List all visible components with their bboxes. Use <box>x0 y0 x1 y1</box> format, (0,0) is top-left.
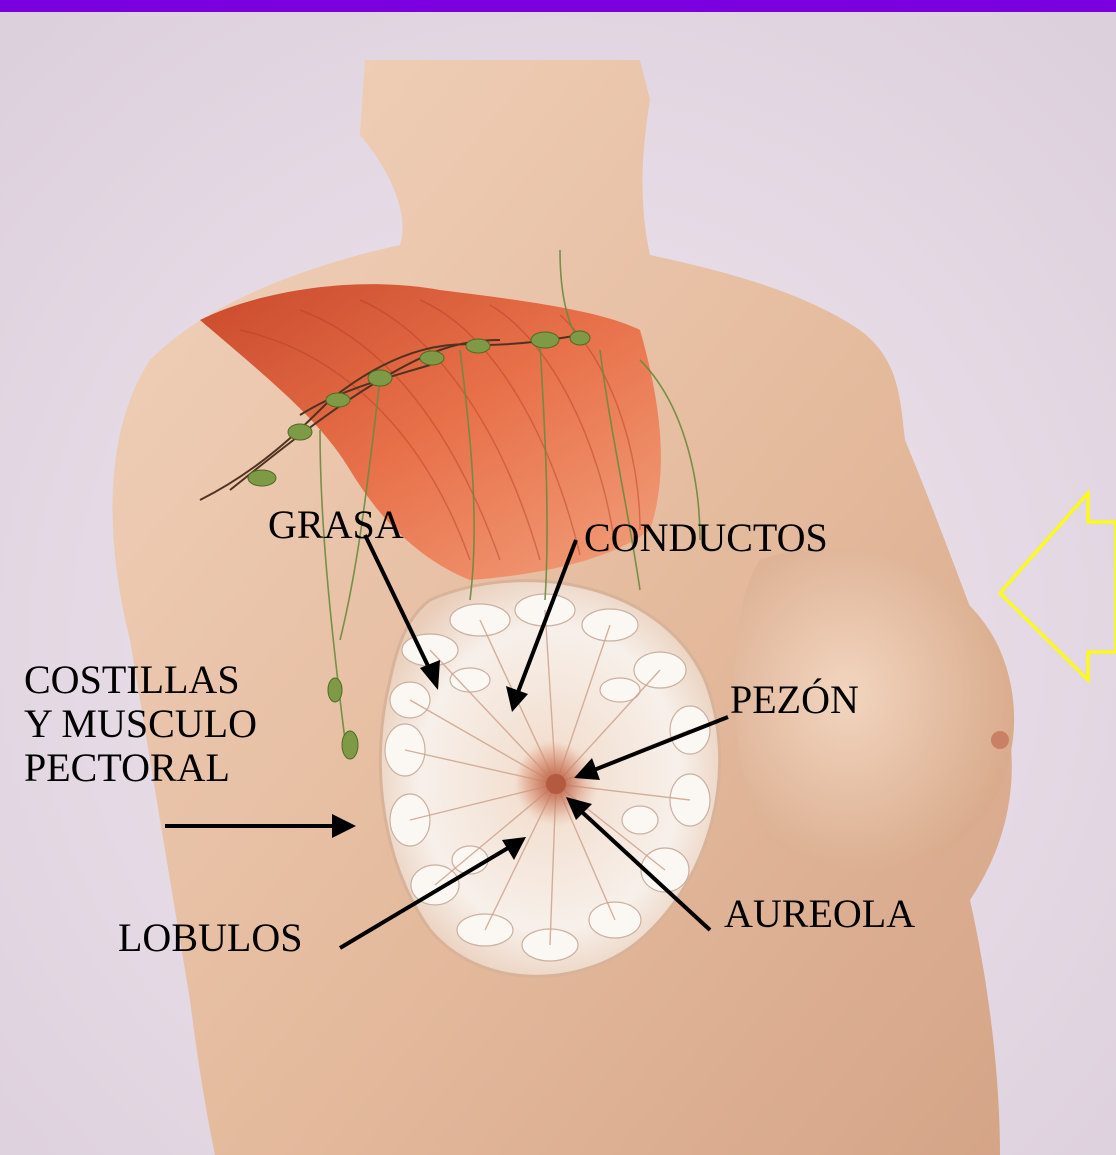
label-costillas-line-1: COSTILLAS <box>24 658 257 702</box>
label-costillas-line-2: Y MUSCULO <box>24 702 257 746</box>
top-accent-bar <box>0 0 1116 12</box>
label-conductos: CONDUCTOS <box>584 516 828 560</box>
label-lobulos: LOBULOS <box>118 916 302 960</box>
nipple <box>546 774 566 794</box>
right-nipple <box>991 731 1009 749</box>
label-costillas-line-3: PECTORAL <box>24 746 257 790</box>
label-grasa: GRASA <box>268 503 404 547</box>
label-costillas-y-musculo-pectoral: COSTILLAS Y MUSCULO PECTORAL <box>24 658 257 790</box>
label-pezon: PEZÓN <box>730 678 859 722</box>
label-aureola: AUREOLA <box>724 892 915 936</box>
breast-anatomy-illustration <box>0 12 1116 1155</box>
